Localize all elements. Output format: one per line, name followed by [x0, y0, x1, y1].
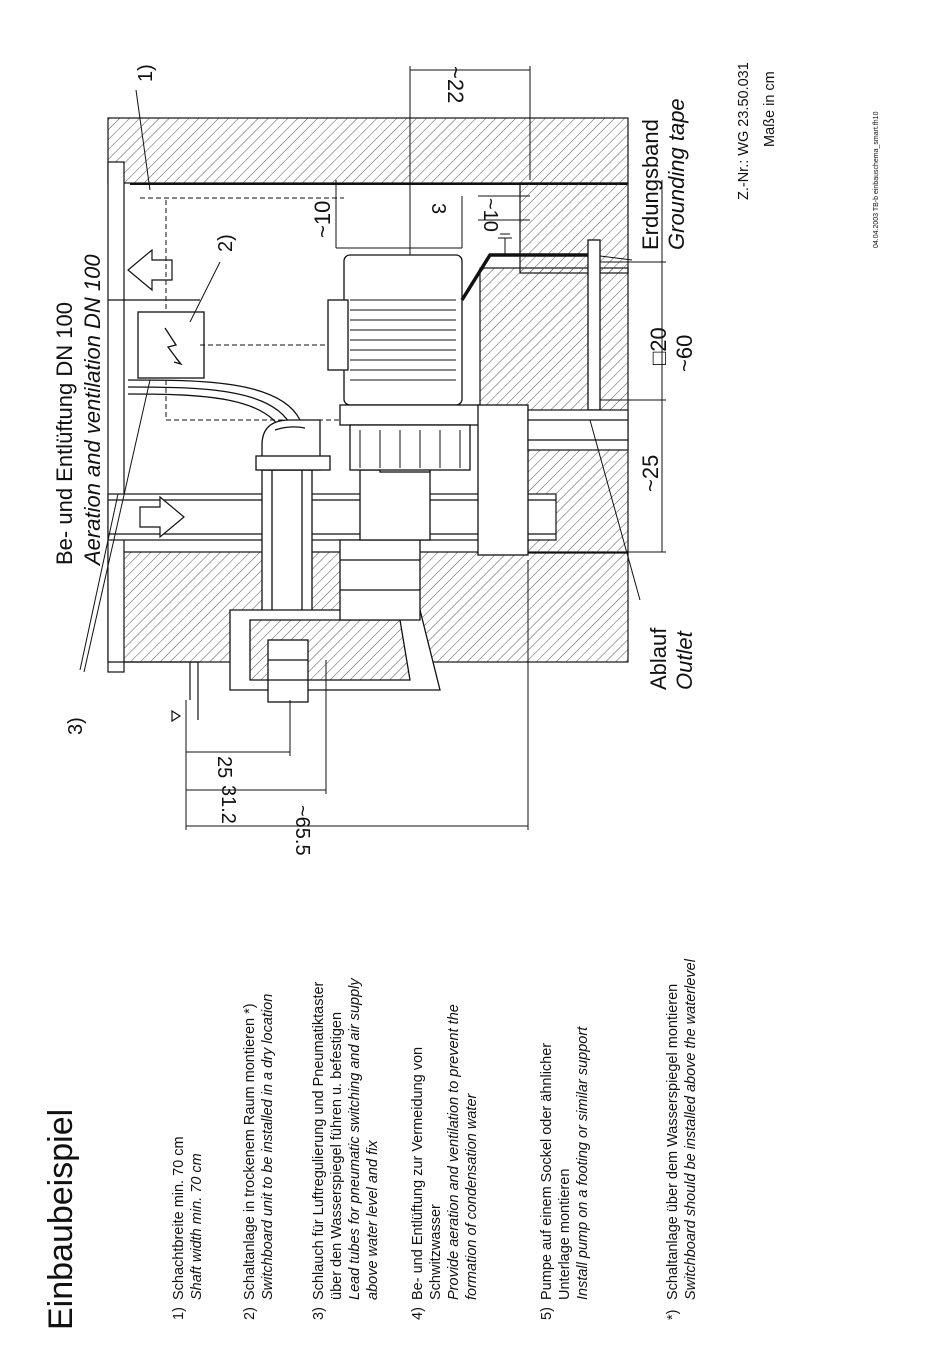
dim-25-a: ~25 [638, 455, 663, 492]
footnote-de: Schaltanlage über dem Wasserspiegel mont… [665, 984, 681, 1300]
note-3-de-1: Schlauch für Luftregulierung und Pneumat… [311, 981, 327, 1300]
note-2-number: 2) [242, 1307, 258, 1320]
note-2-de: Schaltanlage in trockenem Raum montieren… [242, 1003, 258, 1300]
dim-22: ~22 [443, 66, 468, 103]
ventilation-label-en: Aeration and ventilation DN 100 [80, 254, 105, 567]
ventilation-label-de: Be- und Entlüftung DN 100 [52, 302, 77, 565]
page-title: Einbaubeispiel [42, 1109, 80, 1330]
switchboard-box [137, 311, 205, 379]
note-3-number: 3) [311, 1307, 327, 1320]
note-3-de-2: über den Wasserspiegel führen u. befesti… [329, 1012, 345, 1300]
outlet-label-de: Ablauf [646, 627, 671, 690]
diagram-labels: Be- und Entlüftung DN 100 Aeration and v… [52, 64, 697, 855]
note-4-en-2: formation of condensation water [464, 1092, 480, 1300]
note-1-number: 1) [171, 1307, 187, 1320]
motor [327, 254, 529, 556]
note-3-en-2: above water level and fix [365, 1140, 381, 1300]
note-1-en: Shaft width min. 70 cm [189, 1153, 205, 1300]
grounding-label-en: Grounding tape [664, 98, 689, 250]
water-level-marker [171, 662, 199, 723]
note-4-en-1: Provide aeration and ventilation to prev… [446, 1004, 462, 1300]
footer-text: 04.04.2003 TB-b einbauschema_smart.fh10 [873, 111, 880, 248]
outlet-pipe [527, 409, 629, 451]
note-4-de-1: Be- und Entlüftung zur Vermeidung von [410, 1047, 426, 1300]
dim-10-a: ~10 [310, 201, 335, 238]
callout-1: 1) [135, 64, 157, 82]
note-5-de-1: Pumpe auf einem Sockel oder ähnlicher [539, 1043, 555, 1300]
dim-10-b: ~10 [479, 198, 501, 232]
dim-25-b: 25 [213, 756, 235, 778]
note-5-en-1: Install pump on a footing or similar sup… [575, 1026, 591, 1300]
note-2-en: Switchboard unit to be installed in a dr… [260, 994, 276, 1300]
footnote-en: Switchboard should be installed above th… [683, 958, 699, 1300]
note-5-number: 5) [539, 1307, 555, 1320]
note-5-de-2: Unterlage montieren [557, 1169, 573, 1300]
drawing-number: Z.-Nr.: WG 23.50.031 [736, 62, 752, 200]
dim-65-5: ~65.5 [291, 805, 313, 856]
leader-lines [79, 89, 641, 673]
dimension-lines [185, 66, 666, 830]
dim-60: ~60 [672, 335, 697, 372]
note-4-number: 4) [410, 1307, 426, 1320]
grounding-label-de: Erdungsband [638, 119, 663, 250]
drawing-info: Z.-Nr.: WG 23.50.031 Maße in cm 04.04.20… [736, 62, 880, 248]
note-3-en-1: Lead tubes for pneumatic switching and a… [347, 978, 363, 1300]
dim-31-2: 31.2 [217, 785, 239, 824]
footnote-marker: *) [665, 1310, 681, 1320]
callout-3: 3) [65, 717, 87, 735]
grounding-tape [460, 233, 601, 411]
callout-2: 2) [215, 234, 237, 252]
title-group: Einbaubeispiel [42, 1109, 80, 1330]
note-4-de-2: Schwitzwasser [428, 1204, 444, 1300]
units-note: Maße in cm [762, 71, 778, 147]
note-1-de: Schachtbreite min. 70 cm [171, 1136, 187, 1300]
outlet-label-en: Outlet [672, 630, 697, 690]
dim-20: □20 [646, 327, 671, 365]
dim-3: 3 [427, 203, 449, 214]
notes-list: 1) Schachtbreite min. 70 cm Shaft width … [171, 958, 699, 1320]
